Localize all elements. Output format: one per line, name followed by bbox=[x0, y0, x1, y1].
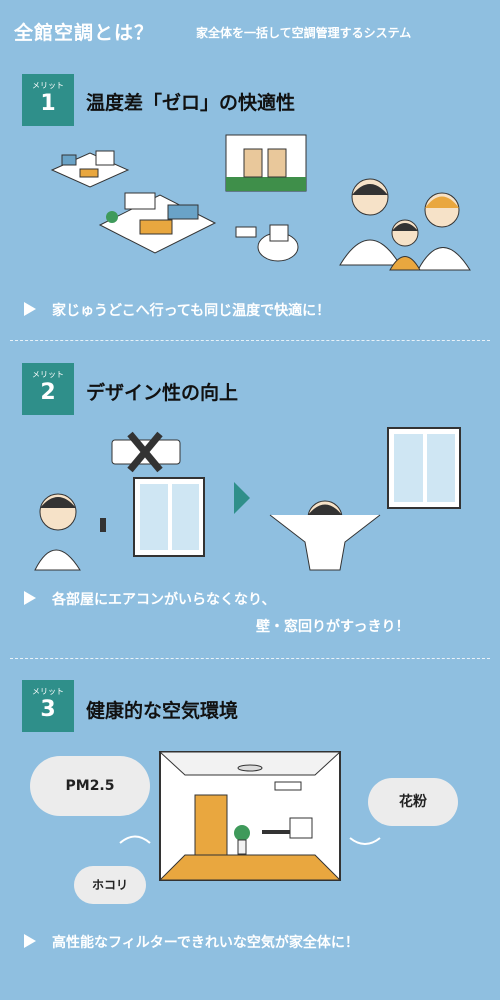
family-illustration bbox=[339, 178, 471, 271]
merit-2-illustration bbox=[34, 427, 461, 571]
toilet-illustration bbox=[235, 224, 299, 262]
merit-badge-1: メリット 1 bbox=[22, 74, 74, 126]
merit-bullet-3: 高性能なフィルターできれいな空気が家全体に！ bbox=[52, 935, 359, 951]
merit-badge-number: 3 bbox=[40, 697, 56, 722]
merit-title-3: 健康的な空気環境 bbox=[86, 700, 239, 722]
curved-arrow-icon bbox=[349, 837, 381, 845]
air-conditioner-crossed-icon bbox=[111, 431, 181, 473]
merit-badge-label: メリット bbox=[32, 687, 64, 696]
page-title: 全館空調とは？ bbox=[14, 22, 155, 44]
transition-arrow-icon bbox=[234, 482, 250, 514]
section-divider bbox=[10, 340, 490, 341]
bullet-arrow-icon bbox=[24, 302, 36, 316]
merit-1-illustration bbox=[50, 134, 471, 271]
kids-room-illustration bbox=[50, 150, 130, 188]
bullet-arrow-icon bbox=[24, 934, 36, 948]
page-subtitle: 家全体を一括して空調管理するシステム bbox=[196, 26, 412, 40]
merit-badge-2: メリット 2 bbox=[22, 363, 74, 415]
merit-badge-3: メリット 3 bbox=[22, 680, 74, 732]
cheering-person-illustration bbox=[269, 500, 381, 571]
pollen-cloud: 花粉 bbox=[368, 778, 458, 826]
merit-bullet-2-line2: 壁・窓回りがすっきり！ bbox=[256, 619, 410, 635]
bullet-arrow-icon bbox=[24, 591, 36, 605]
merit-bullet-2-line1: 各部屋にエアコンがいらなくなり、 bbox=[52, 592, 276, 608]
merit-badge-number: 1 bbox=[40, 91, 56, 116]
window-pane bbox=[427, 434, 455, 502]
dust-cloud: ホコリ bbox=[74, 866, 146, 904]
pm25-cloud: PM2.5 bbox=[30, 756, 150, 816]
merit-3-illustration bbox=[119, 751, 381, 881]
window-pane bbox=[140, 484, 168, 550]
merit-title-1: 温度差「ゼロ」の快適性 bbox=[86, 92, 296, 114]
window-pane bbox=[394, 434, 423, 502]
merit-badge-label: メリット bbox=[32, 81, 64, 90]
person-with-remote-illustration bbox=[34, 493, 106, 571]
merit-bullet-1: 家じゅうどこへ行っても同じ温度で快適に！ bbox=[52, 303, 331, 319]
merit-title-2: デザイン性の向上 bbox=[86, 382, 239, 404]
corridor-illustration bbox=[225, 134, 307, 192]
section-divider bbox=[10, 658, 490, 659]
merit-badge-label: メリット bbox=[32, 370, 64, 379]
window-pane bbox=[172, 484, 199, 550]
curved-arrow-icon bbox=[119, 835, 151, 844]
merit-badge-number: 2 bbox=[40, 380, 56, 405]
clean-room-illustration bbox=[158, 751, 342, 881]
living-room-illustration bbox=[98, 192, 217, 254]
